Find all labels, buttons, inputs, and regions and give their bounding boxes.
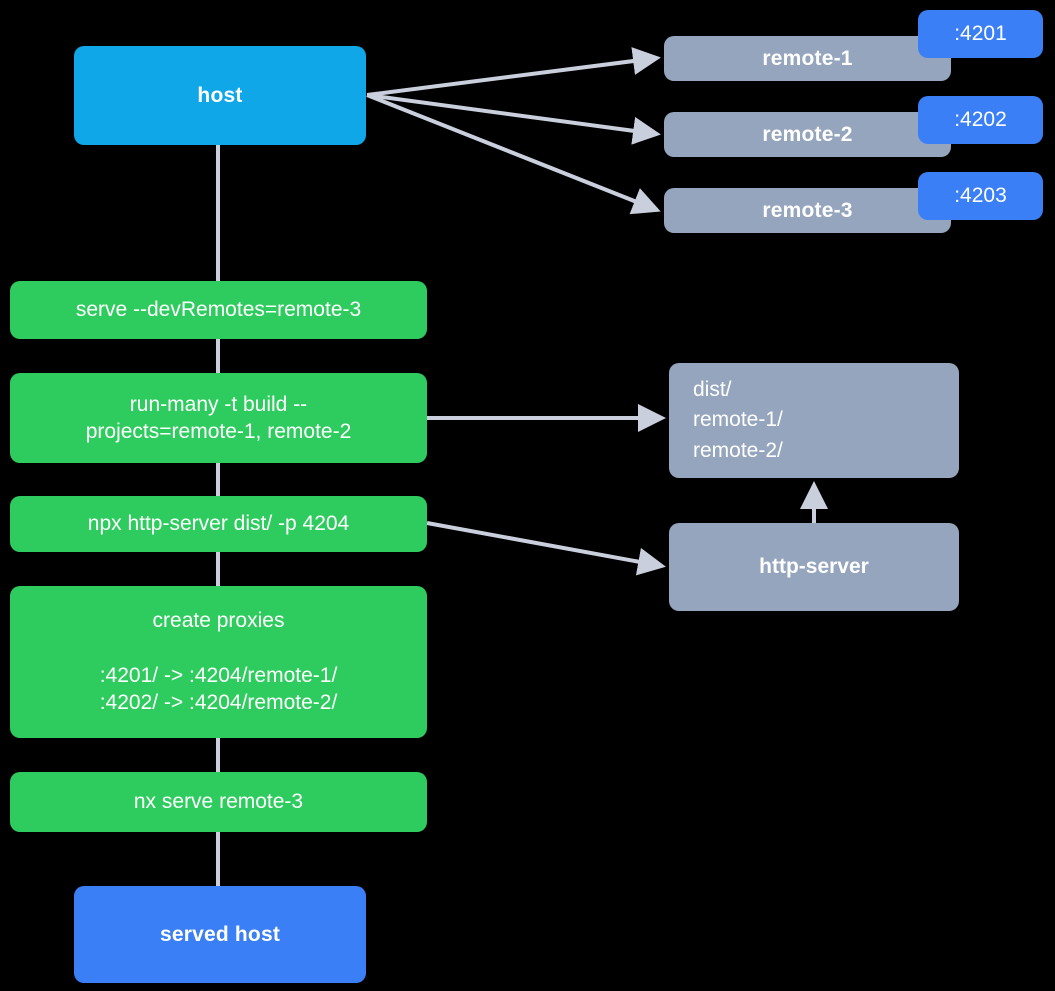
node-http-server[interactable]: http-server bbox=[669, 523, 959, 611]
edge-host-remote-3 bbox=[366, 93, 661, 215]
edge-host-remote-2 bbox=[366, 93, 661, 145]
trunk-line-serve-to-runmany bbox=[216, 338, 220, 378]
node-serve-devremotes[interactable]: serve --devRemotes=remote-3 bbox=[10, 281, 427, 339]
trunk-line-proxies-to-nxserve bbox=[216, 736, 220, 774]
trunk-line-host-to-serve bbox=[216, 145, 220, 285]
edge-host-remote-1 bbox=[366, 47, 661, 97]
port-badge-remote-3[interactable]: :4203 bbox=[918, 172, 1043, 220]
node-remote-1[interactable]: remote-1 bbox=[664, 36, 951, 81]
node-run-many-build[interactable]: run-many -t build -- projects=remote-1, … bbox=[10, 373, 427, 463]
node-host[interactable]: host bbox=[74, 46, 366, 145]
node-create-proxies[interactable]: create proxies :4201/ -> :4204/remote-1/… bbox=[10, 586, 427, 738]
edge-npx-httpserver bbox=[426, 521, 666, 576]
node-nx-serve-remote-3[interactable]: nx serve remote-3 bbox=[10, 772, 427, 832]
trunk-line-npx-to-proxies bbox=[216, 550, 220, 586]
node-remote-3[interactable]: remote-3 bbox=[664, 188, 951, 233]
trunk-line-runmany-to-npx bbox=[216, 462, 220, 498]
node-remote-2[interactable]: remote-2 bbox=[664, 112, 951, 157]
node-npx-http-server[interactable]: npx http-server dist/ -p 4204 bbox=[10, 496, 427, 552]
port-badge-remote-1[interactable]: :4201 bbox=[918, 10, 1043, 58]
node-dist-tree[interactable]: dist/ remote-1/ remote-2/ bbox=[669, 363, 959, 478]
trunk-line-nxserve-to-servedhost bbox=[216, 830, 220, 888]
port-badge-remote-2[interactable]: :4202 bbox=[918, 96, 1043, 144]
node-served-host[interactable]: served host bbox=[74, 886, 366, 983]
